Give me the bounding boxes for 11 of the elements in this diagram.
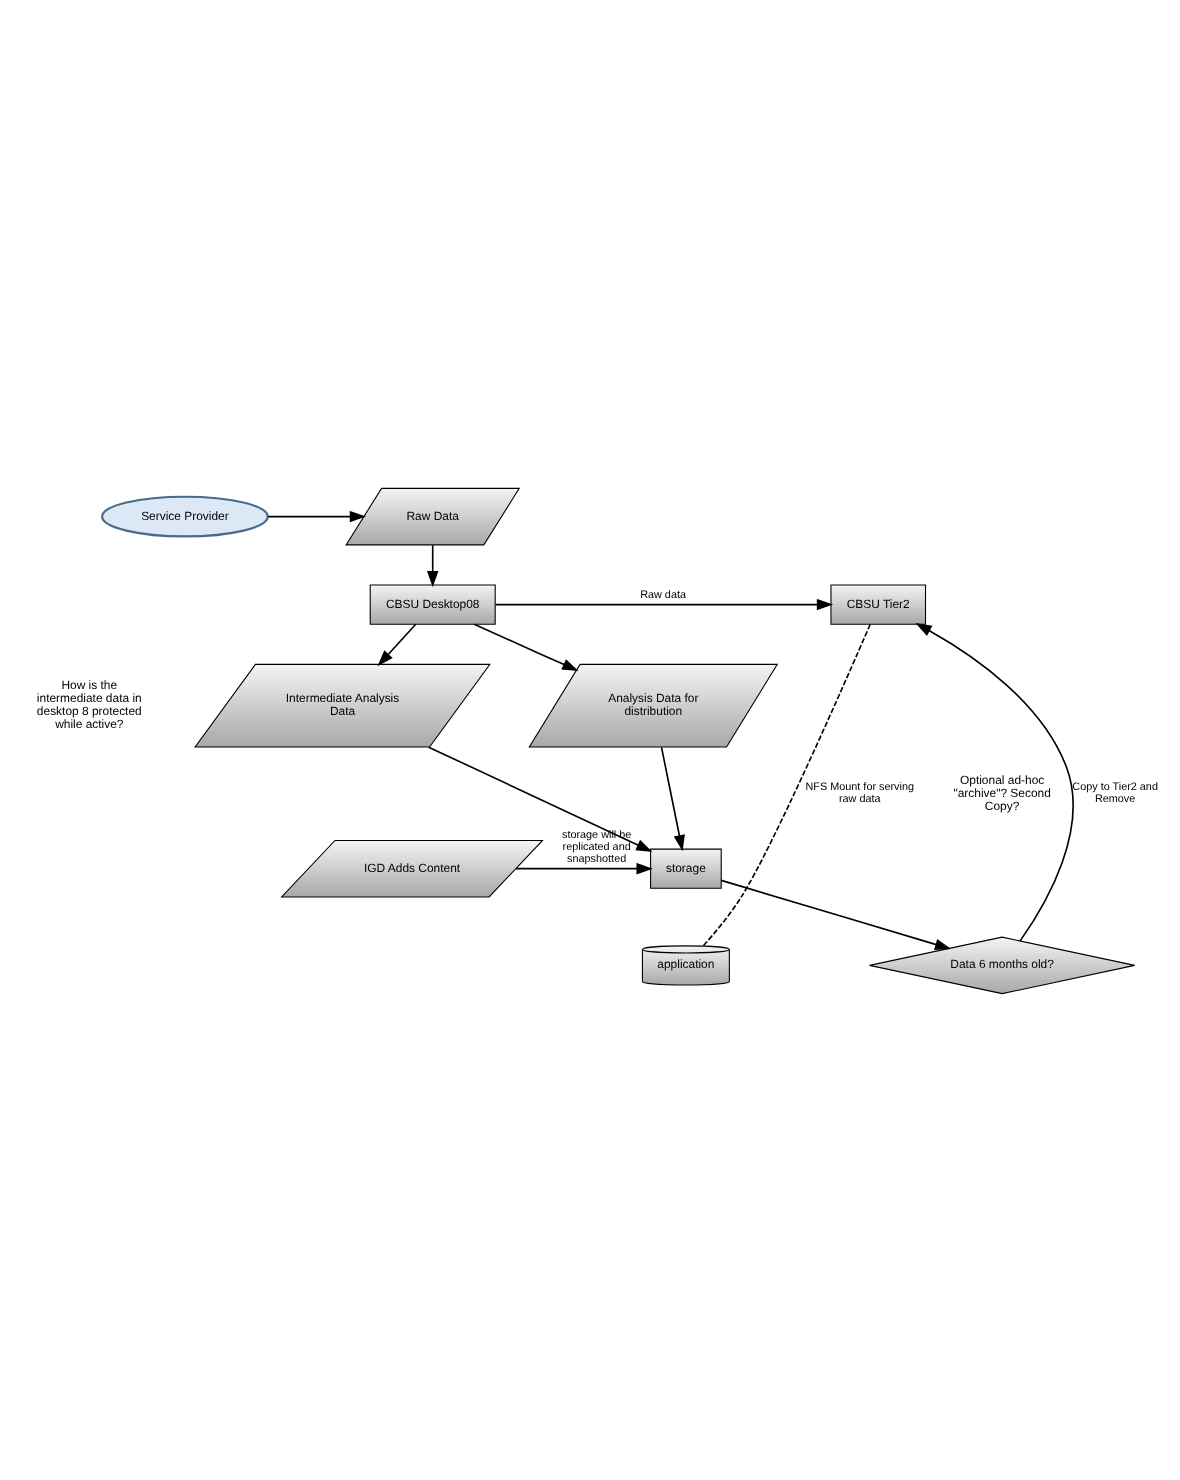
arrow [515,861,653,874]
arrow [720,878,952,949]
connector [702,622,871,946]
arrow [915,622,1074,941]
arrow [660,745,685,851]
arrow [377,622,417,666]
arrow [494,597,834,610]
arrow [427,543,439,587]
arrow [473,622,579,671]
arrow [267,509,367,522]
arrow [427,745,653,851]
